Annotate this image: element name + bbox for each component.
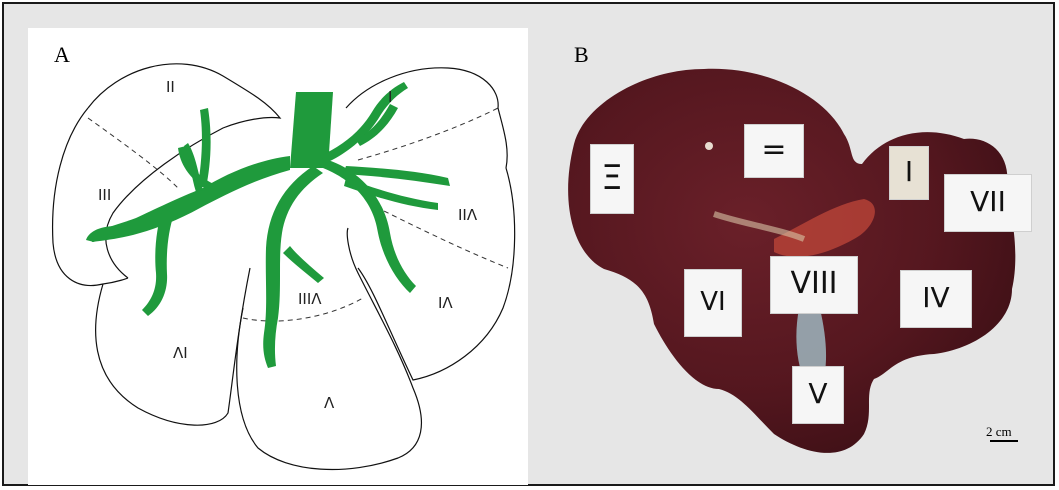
panel-letter-a: A <box>54 42 70 68</box>
label-card-VIII: VIII <box>770 256 858 314</box>
label-card-V: V <box>792 366 844 424</box>
lobe-diagram: I II III IIΛ IIIΛ IΛ ΛI Λ <box>28 28 528 485</box>
panel-letter-b: B <box>574 42 589 68</box>
segment-label-VI: ΛI <box>173 344 188 362</box>
lobe-outline-right-lower <box>358 168 515 380</box>
segment-label-IIV: IIΛ <box>458 206 478 224</box>
panel-b-photo: B Ξ = I VII VI VIII IV V 2 cm <box>544 24 1044 484</box>
label-card-IV: IV <box>900 270 972 328</box>
label-card-VI: VI <box>684 269 742 337</box>
segment-label-IIIV: IIIΛ <box>298 290 322 308</box>
panel-a-schematic: I II III IIΛ IIIΛ IΛ ΛI Λ A <box>28 28 528 485</box>
scale-bar <box>990 440 1018 442</box>
small-specimen-spot <box>705 142 713 150</box>
segment-label-I: I <box>388 88 392 106</box>
label-card-VII: VII <box>944 174 1032 232</box>
boundary-dashed-1 <box>88 118 178 188</box>
label-card-I: I <box>889 146 929 200</box>
label-card-III: Ξ <box>590 144 634 214</box>
lobe-outline-left <box>53 108 128 285</box>
segment-label-IV: IΛ <box>438 294 453 312</box>
segment-label-V: Λ <box>324 394 335 412</box>
segment-label-III: III <box>98 186 111 204</box>
portal-vessel-tree <box>86 82 450 368</box>
segment-label-II: II <box>166 78 175 96</box>
label-card-II: = <box>744 124 804 178</box>
scale-bar-label: 2 cm <box>986 424 1012 440</box>
